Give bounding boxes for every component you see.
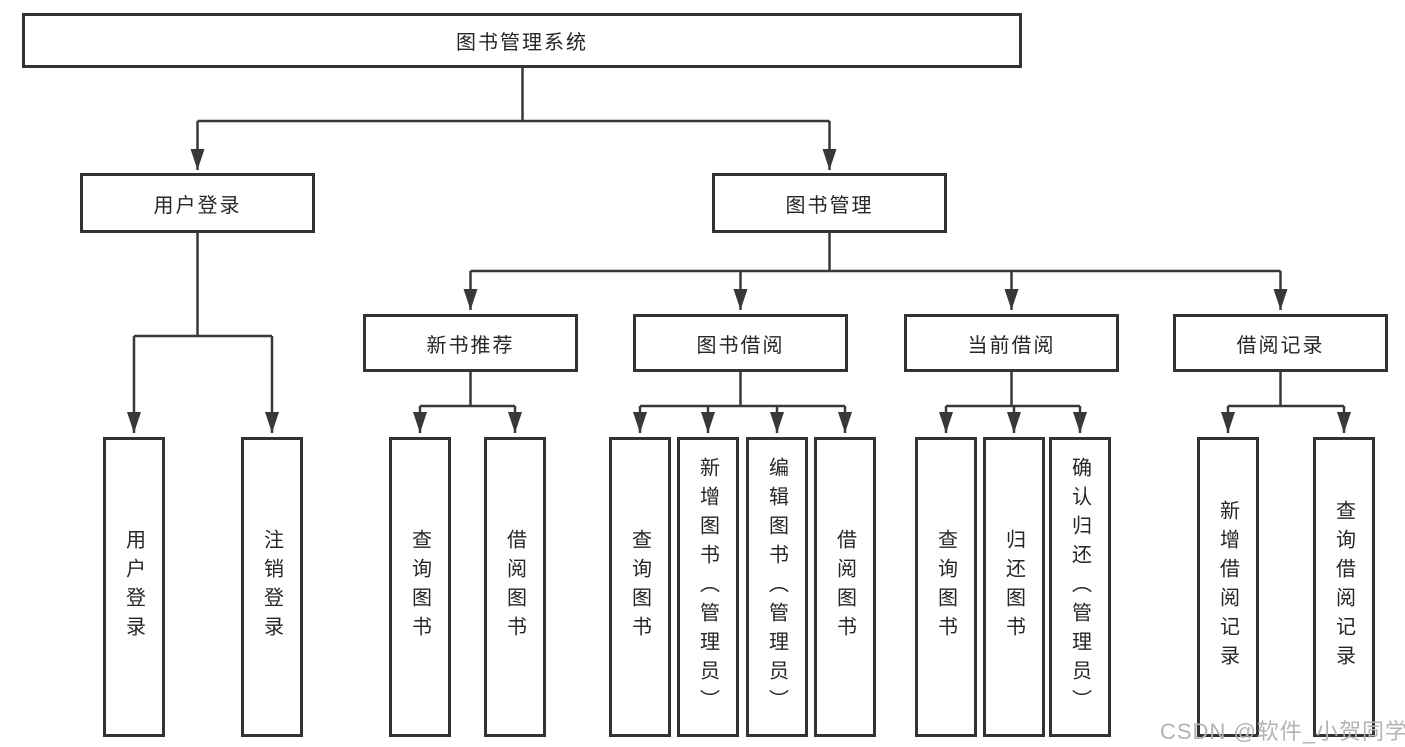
node-library-management-system: 图书管理系统	[22, 13, 1022, 68]
node-label: 借阅记录	[1236, 334, 1325, 357]
node-label: 新书推荐	[426, 334, 515, 357]
node-label: 确认归还（管理员）	[1068, 456, 1091, 718]
node-label: 归还图书	[1002, 529, 1025, 645]
leaf-user-login: 用户登录	[103, 437, 165, 737]
leaf-borrow-books-recommend: 借阅图书	[484, 437, 546, 737]
leaf-add-books-admin: 新增图书（管理员）	[677, 437, 739, 737]
leaf-query-books-recommend: 查询图书	[389, 437, 451, 737]
node-label: 图书管理	[785, 194, 874, 217]
node-label: 当前借阅	[967, 334, 1056, 357]
node-label: 查询图书	[628, 529, 651, 645]
leaf-query-books-borrow: 查询图书	[609, 437, 671, 737]
node-label: 新增借阅记录	[1216, 500, 1239, 674]
node-current-borrow: 当前借阅	[904, 314, 1119, 372]
node-label: 查询图书	[934, 529, 957, 645]
node-label: 编辑图书（管理员）	[765, 456, 788, 718]
csdn-watermark: CSDN @软件_小贺同学	[1160, 719, 1405, 744]
node-label: 借阅图书	[503, 529, 526, 645]
node-user-login: 用户登录	[80, 173, 315, 233]
node-label: 新增图书（管理员）	[696, 456, 719, 718]
leaf-return-books: 归还图书	[983, 437, 1045, 737]
leaf-borrow-books: 借阅图书	[814, 437, 876, 737]
node-label: 图书管理系统	[456, 32, 588, 54]
node-label: 查询图书	[408, 529, 431, 645]
leaf-edit-books-admin: 编辑图书（管理员）	[746, 437, 808, 737]
node-label: 查询借阅记录	[1332, 500, 1355, 674]
node-book-management: 图书管理	[712, 173, 947, 233]
node-label: 用户登录	[122, 529, 145, 645]
node-label: 图书借阅	[696, 334, 785, 357]
leaf-query-borrow-record: 查询借阅记录	[1313, 437, 1375, 737]
node-label: 注销登录	[260, 529, 283, 645]
node-label: 借阅图书	[833, 529, 856, 645]
leaf-query-books-current: 查询图书	[915, 437, 977, 737]
node-borrow-records: 借阅记录	[1173, 314, 1388, 372]
leaf-confirm-return-admin: 确认归还（管理员）	[1049, 437, 1111, 737]
node-label: 用户登录	[153, 194, 242, 217]
leaf-logout: 注销登录	[241, 437, 303, 737]
leaf-add-borrow-record: 新增借阅记录	[1197, 437, 1259, 737]
node-book-borrow: 图书借阅	[633, 314, 848, 372]
node-new-book-recommend: 新书推荐	[363, 314, 578, 372]
